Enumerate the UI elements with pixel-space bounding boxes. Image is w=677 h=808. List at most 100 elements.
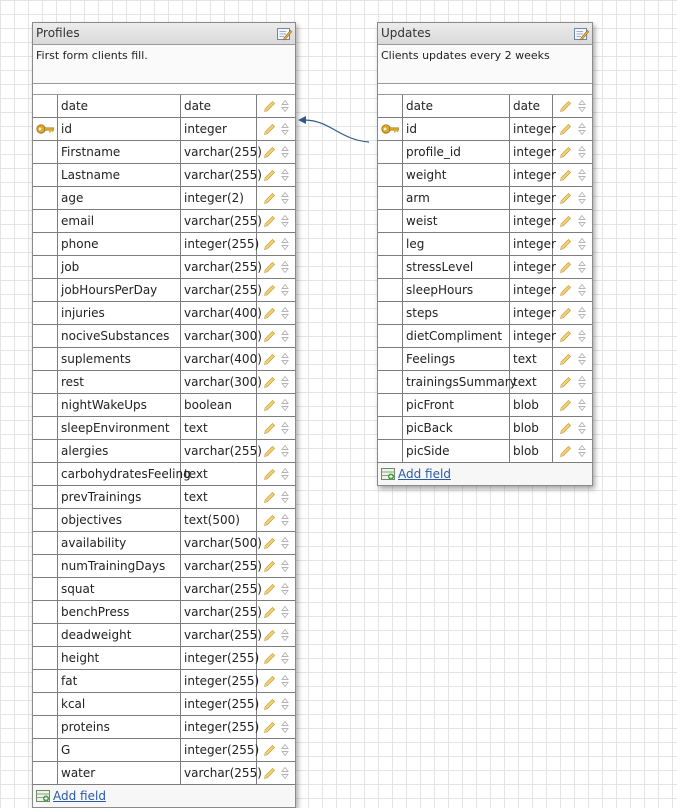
field-name[interactable]: trainingsSummary: [403, 371, 517, 393]
edit-field-icon[interactable]: [263, 652, 276, 665]
reorder-arrows-icon[interactable]: [281, 191, 290, 205]
reorder-arrows-icon[interactable]: [281, 444, 290, 458]
field-type[interactable]: varchar(300): [181, 325, 262, 347]
field-name[interactable]: height: [58, 647, 181, 669]
reorder-arrows-icon[interactable]: [281, 674, 290, 688]
field-name[interactable]: sleepHours: [403, 279, 510, 301]
edit-field-icon[interactable]: [263, 491, 276, 504]
updates-table-header[interactable]: Updates: [378, 23, 592, 45]
reorder-arrows-icon[interactable]: [578, 398, 586, 412]
reorder-arrows-icon[interactable]: [281, 743, 290, 757]
reorder-arrows-icon[interactable]: [281, 329, 290, 343]
reorder-arrows-icon[interactable]: [281, 168, 290, 182]
edit-field-icon[interactable]: [263, 468, 276, 481]
field-name[interactable]: arm: [403, 187, 510, 209]
field-name[interactable]: profile_id: [403, 141, 510, 163]
field-type[interactable]: varchar(255): [181, 141, 262, 163]
reorder-arrows-icon[interactable]: [281, 720, 290, 734]
field-name[interactable]: job: [58, 256, 181, 278]
edit-field-icon[interactable]: [263, 629, 276, 642]
edit-field-icon[interactable]: [263, 261, 276, 274]
field-type[interactable]: integer: [510, 279, 556, 301]
reorder-arrows-icon[interactable]: [578, 329, 586, 343]
field-name[interactable]: age: [58, 187, 181, 209]
field-name[interactable]: Firstname: [58, 141, 181, 163]
field-type[interactable]: varchar(255): [181, 762, 262, 784]
field-name[interactable]: benchPress: [58, 601, 181, 623]
field-name[interactable]: squat: [58, 578, 181, 600]
edit-field-icon[interactable]: [263, 238, 276, 251]
edit-field-icon[interactable]: [263, 123, 276, 136]
edit-field-icon[interactable]: [559, 169, 572, 182]
field-type[interactable]: integer: [510, 233, 556, 255]
field-type[interactable]: varchar(255): [181, 555, 262, 577]
field-name[interactable]: picBack: [403, 417, 510, 439]
field-type[interactable]: integer: [181, 118, 257, 140]
field-name[interactable]: suplements: [58, 348, 181, 370]
field-name[interactable]: dietCompliment: [403, 325, 510, 347]
edit-field-icon[interactable]: [263, 169, 276, 182]
field-type[interactable]: integer(255): [181, 233, 259, 255]
field-name[interactable]: leg: [403, 233, 510, 255]
field-type[interactable]: text: [181, 463, 257, 485]
field-name[interactable]: sleepEnvironment: [58, 417, 181, 439]
field-name[interactable]: id: [58, 118, 181, 140]
field-type[interactable]: date: [510, 95, 553, 117]
reorder-arrows-icon[interactable]: [281, 398, 290, 412]
field-type[interactable]: varchar(255): [181, 210, 262, 232]
field-type[interactable]: varchar(255): [181, 440, 262, 462]
reorder-arrows-icon[interactable]: [281, 628, 290, 642]
reorder-arrows-icon[interactable]: [578, 191, 586, 205]
edit-field-icon[interactable]: [559, 192, 572, 205]
reorder-arrows-icon[interactable]: [281, 260, 290, 274]
reorder-arrows-icon[interactable]: [578, 421, 586, 435]
field-name[interactable]: steps: [403, 302, 510, 324]
field-type[interactable]: integer(255): [181, 693, 259, 715]
edit-field-icon[interactable]: [559, 353, 572, 366]
reorder-arrows-icon[interactable]: [281, 467, 290, 481]
edit-field-icon[interactable]: [263, 675, 276, 688]
field-name[interactable]: picSide: [403, 440, 510, 462]
reorder-arrows-icon[interactable]: [281, 283, 290, 297]
field-name[interactable]: Feelings: [403, 348, 510, 370]
field-type[interactable]: integer: [510, 210, 556, 232]
field-name[interactable]: email: [58, 210, 181, 232]
field-type[interactable]: text: [510, 348, 553, 370]
edit-field-icon[interactable]: [263, 192, 276, 205]
edit-field-icon[interactable]: [559, 238, 572, 251]
reorder-arrows-icon[interactable]: [281, 651, 290, 665]
edit-table-icon[interactable]: [574, 27, 590, 41]
reorder-arrows-icon[interactable]: [281, 145, 290, 159]
add-field-link[interactable]: Add field: [398, 467, 451, 481]
field-name[interactable]: availability: [58, 532, 181, 554]
field-name[interactable]: stressLevel: [403, 256, 510, 278]
reorder-arrows-icon[interactable]: [281, 490, 290, 504]
field-type[interactable]: varchar(255): [181, 256, 262, 278]
reorder-arrows-icon[interactable]: [281, 99, 290, 113]
edit-field-icon[interactable]: [559, 100, 572, 113]
edit-field-icon[interactable]: [263, 560, 276, 573]
reorder-arrows-icon[interactable]: [281, 766, 290, 780]
field-type[interactable]: varchar(255): [181, 624, 262, 646]
field-name[interactable]: kcal: [58, 693, 181, 715]
field-type[interactable]: integer(255): [181, 647, 259, 669]
reorder-arrows-icon[interactable]: [281, 237, 290, 251]
edit-field-icon[interactable]: [263, 698, 276, 711]
